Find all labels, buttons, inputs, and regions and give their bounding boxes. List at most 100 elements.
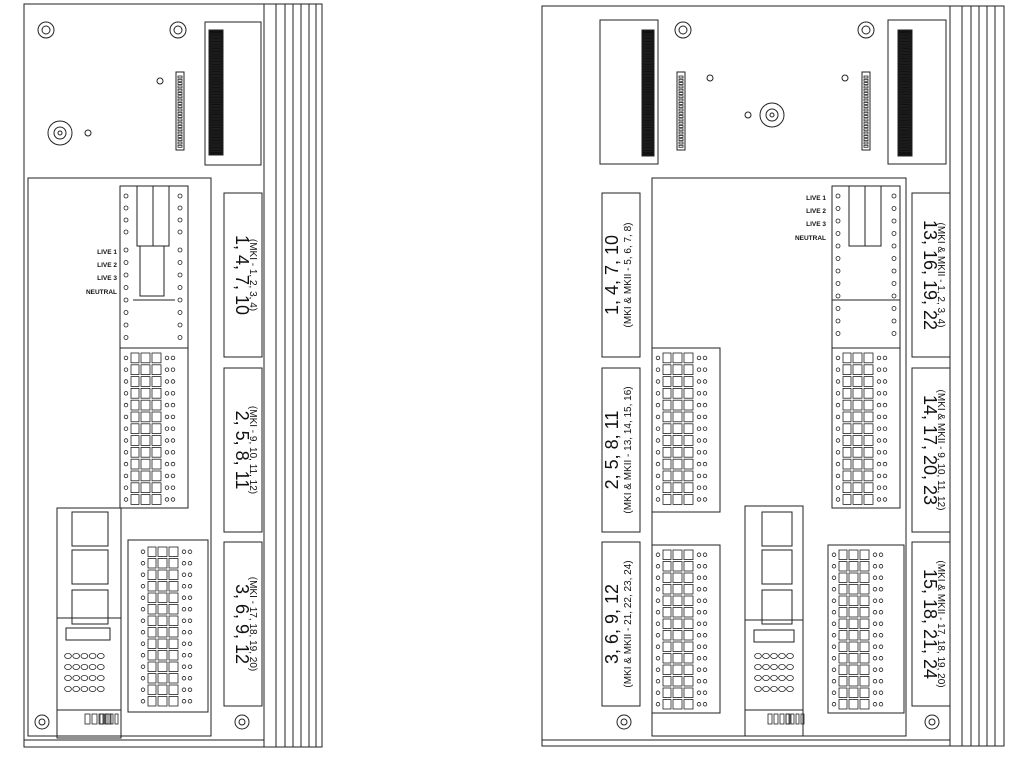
header-pin [678, 111, 684, 115]
terminal-hole [872, 667, 878, 672]
terminal-hole [170, 485, 176, 490]
terminal-hole [835, 268, 841, 274]
terminal-hole [878, 679, 884, 684]
terminal-hole [872, 656, 878, 661]
terminal-hole [878, 644, 884, 649]
terminal-hole [164, 438, 170, 443]
terminal-hole [831, 621, 837, 626]
terminal-hole [181, 664, 187, 669]
header-pin [863, 144, 869, 148]
terminal-hole [655, 461, 661, 467]
terminal-hole [835, 485, 841, 490]
terminal-cell [662, 618, 672, 629]
dip-switch [99, 713, 104, 725]
terminal-cell [672, 387, 683, 399]
terminal-hole [831, 656, 837, 661]
terminal-cell [151, 458, 162, 470]
terminal-cell [151, 352, 162, 364]
terminal-cell [838, 595, 848, 606]
header-pin [643, 145, 653, 149]
keypad-key-icon [762, 653, 770, 660]
terminal-cell [838, 630, 848, 641]
terminal-cell [683, 387, 694, 399]
header-pin [643, 112, 653, 116]
terminal-hole [831, 552, 837, 557]
terminal-hole [655, 702, 661, 707]
terminal-cell [662, 446, 672, 458]
header-pin [899, 89, 911, 93]
terminal-hole [696, 679, 702, 684]
terminal-cell [859, 664, 870, 675]
header-pin [643, 89, 653, 93]
header-pin [210, 43, 222, 47]
terminal-cell [662, 494, 672, 505]
terminal-hole [655, 564, 661, 569]
pin-header-chip [208, 29, 224, 156]
terminal-hole [872, 690, 878, 695]
keypad-key-icon [64, 664, 72, 671]
keypad-key-icon [754, 653, 762, 660]
header-pin [899, 83, 911, 86]
terminal-hole [702, 497, 708, 502]
terminal-cell [157, 661, 168, 672]
header-pin [643, 63, 653, 67]
header-pin [899, 119, 911, 123]
terminal-hole [655, 438, 661, 443]
terminal-cell [662, 352, 672, 364]
terminal-cell [842, 376, 852, 387]
terminal-cell [842, 458, 852, 470]
terminal-hole [164, 402, 170, 408]
terminal-hole [177, 272, 183, 278]
terminal-hole [882, 426, 888, 431]
terminal-hole [140, 676, 146, 681]
terminal-hole [702, 633, 708, 638]
header-pin [899, 66, 911, 70]
keypad-key-icon [72, 686, 80, 693]
terminal-cell [842, 470, 852, 482]
header-pin [643, 132, 653, 136]
keypad-display [753, 629, 795, 643]
left-live-labels: LIVE 1 LIVE 2 LIVE 3 NEUTRAL [86, 249, 117, 296]
terminal-hole [181, 676, 187, 681]
terminal-hole [872, 702, 878, 707]
terminal-hole [878, 667, 884, 672]
terminal-block [827, 544, 905, 714]
header-pin [177, 115, 183, 118]
terminal-hole [696, 485, 702, 490]
terminal-hole [187, 584, 193, 589]
terminal-hole [655, 621, 661, 626]
header-pin [177, 134, 183, 138]
terminal-cell [848, 549, 859, 560]
terminal-hole [835, 402, 841, 408]
terminal-hole [831, 564, 837, 569]
terminal-hole [835, 206, 841, 211]
keypad-display [65, 627, 111, 641]
terminal-hole [702, 552, 708, 557]
terminal-cell [859, 595, 870, 606]
terminal-cell [863, 482, 874, 493]
terminal-cell [130, 458, 140, 470]
terminal-cell [168, 661, 179, 672]
keypad-key-icon [754, 675, 762, 682]
right-panel [541, 5, 1005, 747]
right-enclosure [541, 5, 1005, 747]
terminal-cell [859, 618, 870, 629]
terminal-hole [891, 243, 897, 249]
terminal-cell [672, 458, 683, 470]
header-pin [210, 132, 222, 136]
terminal-hole [696, 497, 702, 502]
header-pin [899, 116, 911, 119]
keypad-key-icon [754, 664, 762, 671]
dip-switch [800, 713, 805, 725]
keypad-key-icon [64, 653, 72, 660]
terminal-hole [835, 414, 841, 420]
potentiometer-icon [47, 120, 73, 146]
zone-sub-label: (MKI - 1, 2, 3, 4) [247, 239, 258, 311]
terminal-hole [891, 218, 897, 224]
terminal-hole [876, 391, 882, 396]
header-pin [210, 116, 222, 119]
terminal-hole [123, 247, 129, 253]
header-pin [678, 85, 684, 89]
terminal-cell [683, 561, 694, 572]
terminal-cell [672, 653, 683, 664]
